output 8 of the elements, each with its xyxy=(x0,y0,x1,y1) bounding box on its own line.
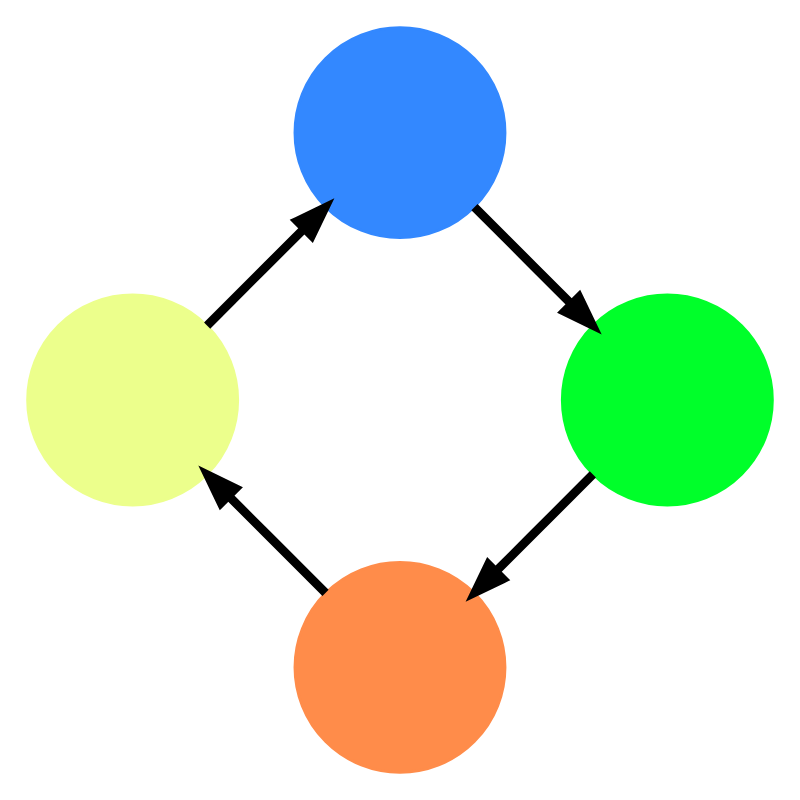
node-circle xyxy=(26,293,240,507)
arrow xyxy=(465,471,596,602)
arrow xyxy=(204,198,335,329)
node-circle xyxy=(293,560,507,774)
arrow xyxy=(471,204,602,335)
node-circle xyxy=(560,293,774,507)
arrow xyxy=(198,465,329,596)
node-circle xyxy=(293,26,507,240)
